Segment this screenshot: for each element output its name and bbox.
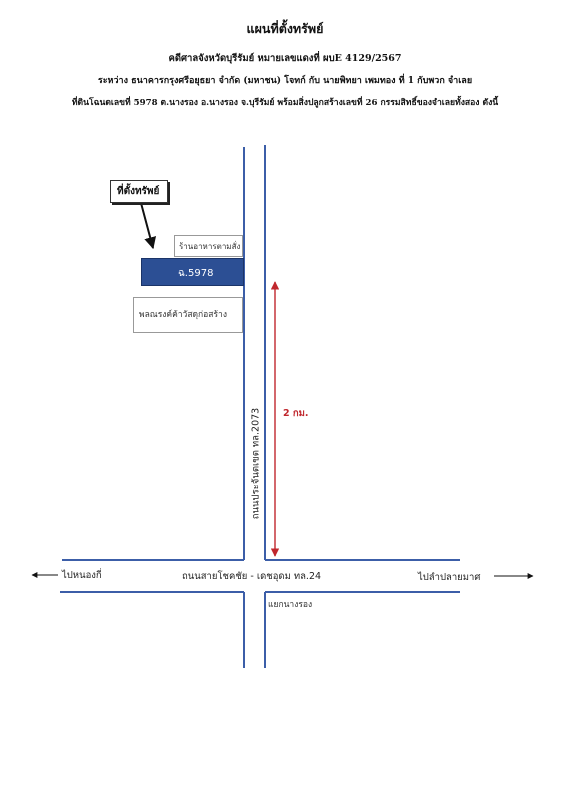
junction-label: แยกนางรอง xyxy=(268,600,313,610)
property-location-box: ที่ตั้งทรัพย์ xyxy=(110,180,168,203)
case-number: คดีศาลจังหวัดบุรีรัมย์ หมายเลขแดงที่ ผบE… xyxy=(168,53,402,64)
property-description: ที่ดินโฉนดเลขที่ 5978 ต.นางรอง อ.นางรอง … xyxy=(71,98,499,108)
map-title: แผนที่ตั้งทรัพย์ xyxy=(246,21,324,36)
property-location-label: ที่ตั้งทรัพย์ xyxy=(117,186,160,197)
distance-label: 2 กม. xyxy=(283,408,309,419)
left-direction-label: ไปหนองกี่ xyxy=(62,570,102,581)
vertical-road-label: ถนนประจันตเขต ทล.2073 xyxy=(250,407,262,520)
horizontal-road-label: ถนนสายโชคชัย - เดชอุดม ทล.24 xyxy=(182,571,322,582)
case-parties: ระหว่าง ธนาคารกรุงศรีอยุธยา จำกัด (มหาชน… xyxy=(97,76,473,86)
construction-shop-label: พลณรงค์ค้าวัสดุก่อสร้าง xyxy=(139,310,227,320)
construction-shop-box: พลณรงค์ค้าวัสดุก่อสร้าง xyxy=(133,297,243,333)
restaurant-label: ร้านอาหารตามสั่ง xyxy=(179,242,241,251)
property-pointer-arrow xyxy=(140,202,157,250)
plot-label: ฉ.5978 xyxy=(178,268,214,279)
right-direction-label: ไปลำปลายมาศ xyxy=(418,572,481,583)
plot-5978-box: ฉ.5978 xyxy=(141,258,244,286)
restaurant-box: ร้านอาหารตามสั่ง xyxy=(174,235,243,257)
